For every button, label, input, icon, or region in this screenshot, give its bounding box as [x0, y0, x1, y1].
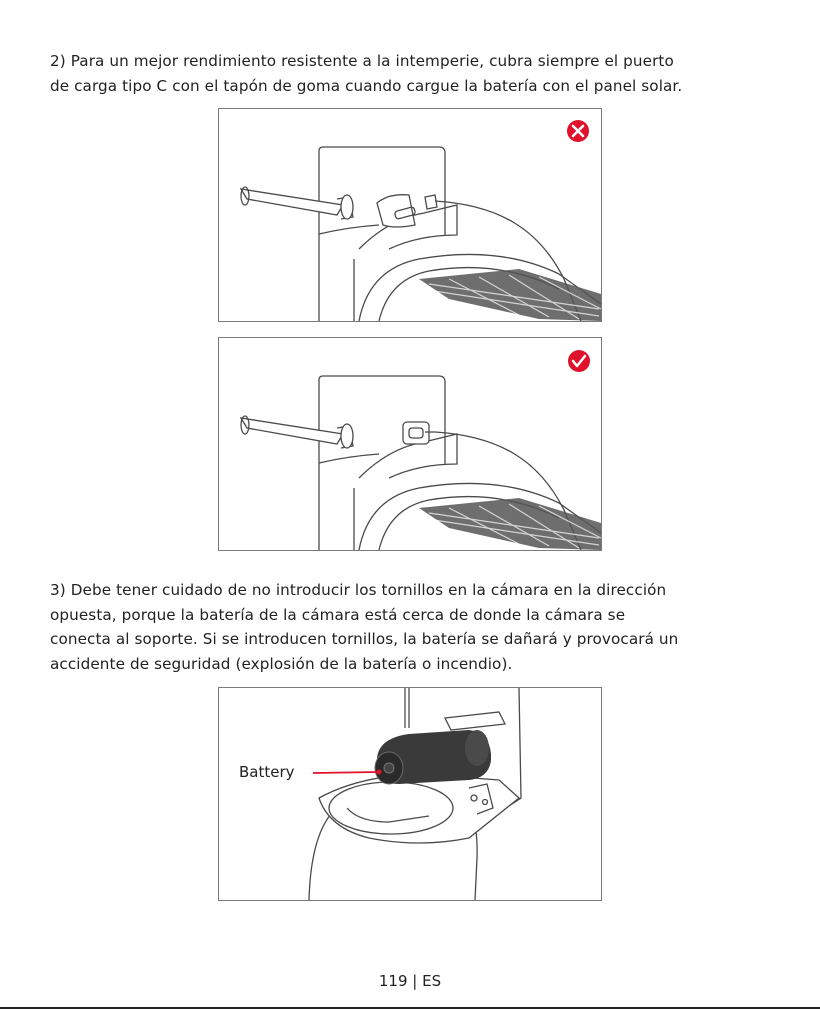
- paragraph-line: conecta al soporte. Si se introducen tor…: [50, 630, 679, 648]
- paragraph-weatherproof-tip: 2) Para un mejor rendimiento resistente …: [50, 49, 775, 98]
- illustration-battery-location: Battery: [218, 687, 602, 901]
- bottom-divider: [0, 1007, 820, 1009]
- x-circle-icon: [567, 120, 589, 142]
- camera-battery-drawing: [308, 688, 522, 900]
- paragraph-line: opuesta, porque la batería de la cámara …: [50, 605, 626, 624]
- camera-charging-drawing: [239, 120, 601, 321]
- battery-callout: [312, 769, 382, 775]
- illustration-correct-plug-closed: [218, 337, 602, 551]
- check-circle-icon: [568, 350, 590, 372]
- page-number: 119 | ES: [378, 972, 442, 990]
- illustration-incorrect-plug-open: [218, 108, 602, 322]
- paragraph-line: 2) Para un mejor rendimiento resistente …: [50, 52, 674, 70]
- battery-callout-label: Battery: [239, 763, 295, 781]
- paragraph-line: accidente de seguridad (explosión de la …: [50, 654, 513, 673]
- paragraph-screw-warning: 3) Debe tener cuidado de no introducir l…: [50, 578, 775, 676]
- paragraph-line: de carga tipo C con el tapón de goma cua…: [50, 76, 683, 95]
- battery-cell: [374, 730, 491, 785]
- camera-charging-drawing: [239, 350, 601, 550]
- paragraph-line: 3) Debe tener cuidado de no introducir l…: [50, 581, 667, 599]
